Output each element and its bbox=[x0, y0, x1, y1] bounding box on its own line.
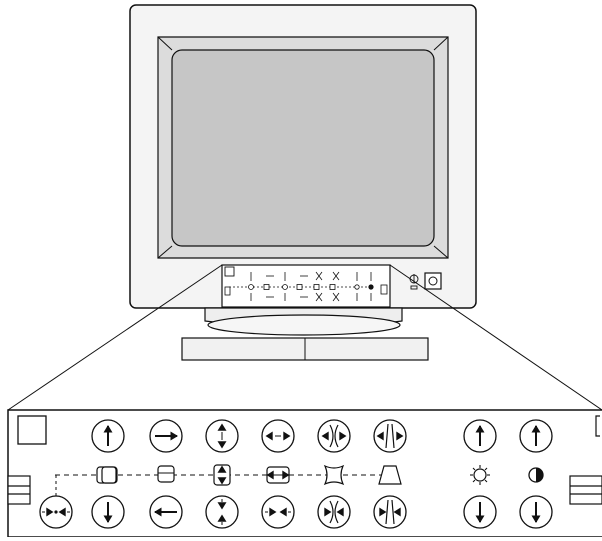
vsize-expand-button[interactable] bbox=[205, 419, 239, 453]
brightness-down-button[interactable] bbox=[463, 495, 497, 529]
hsize-expand-button[interactable] bbox=[261, 419, 295, 453]
contrast-half-circle-icon bbox=[528, 467, 544, 483]
vpos-up-button[interactable] bbox=[91, 419, 125, 453]
degauss-icon bbox=[42, 507, 70, 517]
trapezoid-out-button[interactable] bbox=[373, 419, 407, 453]
control-panel-small bbox=[221, 264, 391, 308]
arrow-up-icon bbox=[103, 425, 113, 446]
brightness-sun-icon bbox=[470, 465, 490, 485]
arrow-right-icon bbox=[155, 431, 178, 441]
arrow-down-icon bbox=[103, 502, 113, 523]
arrow-up-icon bbox=[475, 425, 485, 446]
vertical-expand-icon bbox=[217, 423, 227, 449]
menu-square-button[interactable] bbox=[17, 415, 47, 445]
hpos-right-button[interactable] bbox=[149, 419, 183, 453]
monitor bbox=[129, 4, 477, 361]
pincushion-out-button[interactable] bbox=[317, 419, 351, 453]
arrow-up-icon bbox=[531, 425, 541, 446]
hsize-shrink-button[interactable] bbox=[261, 495, 295, 529]
trapezoid-symbol-icon bbox=[378, 465, 402, 485]
vpos-down-button[interactable] bbox=[91, 495, 125, 529]
left-side-connector-icon bbox=[7, 475, 31, 505]
horizontal-size-symbol-icon bbox=[266, 466, 290, 484]
vertical-size-symbol-icon bbox=[213, 464, 231, 486]
pincushion-symbol-icon bbox=[323, 464, 345, 486]
control-panel-detail bbox=[7, 409, 602, 538]
vertical-shrink-icon bbox=[217, 499, 227, 525]
power-button[interactable] bbox=[424, 272, 442, 290]
trapezoid-out-icon bbox=[376, 423, 404, 449]
hpos-left-button[interactable] bbox=[149, 495, 183, 529]
vertical-position-symbol-icon bbox=[96, 466, 118, 484]
degauss-button[interactable] bbox=[39, 495, 73, 529]
brightness-up-button[interactable] bbox=[463, 419, 497, 453]
right-side-connector-icon bbox=[569, 475, 602, 505]
pincushion-out-icon bbox=[321, 424, 347, 448]
horizontal-shrink-icon bbox=[265, 507, 291, 517]
zoom-callout-lines bbox=[7, 264, 602, 411]
pincushion-in-icon bbox=[324, 500, 344, 524]
trapezoid-in-icon bbox=[379, 499, 401, 525]
contrast-down-button[interactable] bbox=[519, 495, 553, 529]
monitor-screen bbox=[171, 49, 435, 247]
arrow-down-icon bbox=[531, 502, 541, 523]
pincushion-in-button[interactable] bbox=[317, 495, 351, 529]
trapezoid-in-button[interactable] bbox=[373, 495, 407, 529]
arrow-left-icon bbox=[154, 507, 177, 517]
horizontal-expand-icon bbox=[265, 431, 291, 441]
horizontal-position-symbol-icon bbox=[157, 465, 175, 483]
contrast-up-button[interactable] bbox=[519, 419, 553, 453]
vsize-shrink-button[interactable] bbox=[205, 495, 239, 529]
arrow-down-icon bbox=[475, 502, 485, 523]
